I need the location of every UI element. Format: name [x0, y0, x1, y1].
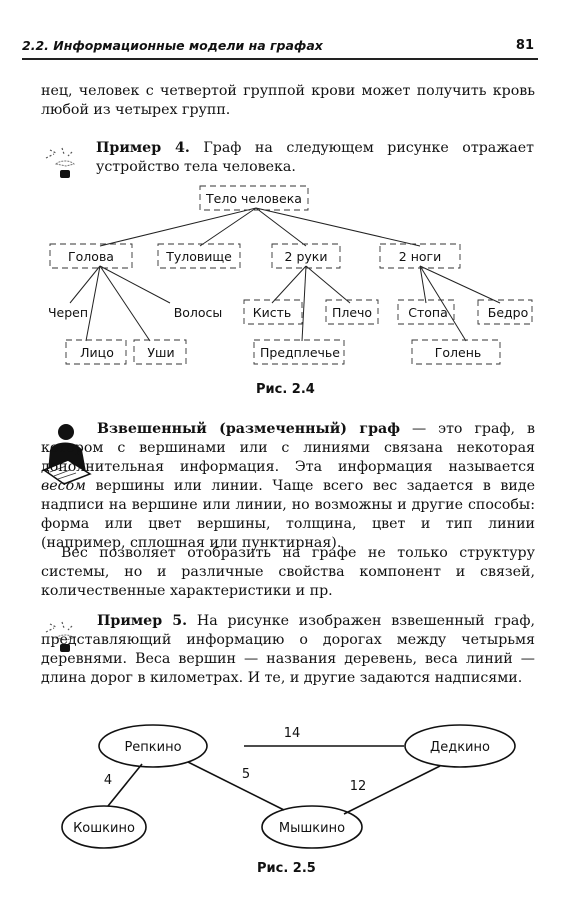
label-myshkino: Мышкино [279, 821, 345, 836]
label-dedkino: Дедкино [430, 740, 490, 755]
weighted-graph-definition: Взвешенный (размеченный) граф — это граф… [41, 420, 535, 553]
tree-root: Тело человека [205, 191, 302, 206]
weight-repkino-myshkino: 5 [242, 767, 250, 782]
weight-dedkino-myshkino: 12 [350, 779, 367, 794]
running-header: 2.2. Информационные модели на графах 81 [22, 36, 538, 60]
village-roads-graph: Репкино Дедкино Кошкино Мышкино 14 4 5 1… [61, 724, 516, 849]
tree-node-tulovishche: Туловище [165, 249, 232, 264]
weight-repkino-koshkino: 4 [104, 773, 112, 788]
node-myshkino [261, 805, 363, 849]
intro-paragraph: нец, человек с четвертой группой крови м… [41, 83, 535, 118]
definition-term: Взвешенный (размеченный) граф [97, 421, 400, 437]
example4-paragraph: Пример 4. Граф на следующем рисунке отра… [96, 139, 534, 177]
label-koshkino: Кошкино [73, 821, 135, 836]
tree-node-bedro: Бедро [488, 305, 529, 320]
tree-node-ushi: Уши [147, 345, 174, 360]
weight-repkino-dedkino: 14 [284, 726, 301, 741]
body-structure-tree: Тело человека Голова Туловище 2 руки 2 н… [48, 185, 533, 365]
label-repkino: Репкино [124, 740, 181, 755]
definition-text-2: вершины или линии. Чаще всего вес задает… [41, 478, 535, 551]
tree-node-nogi: 2 ноги [399, 249, 441, 264]
example5-text: На рисунке изображен взвешенный граф, пр… [41, 613, 535, 686]
example5-paragraph: Пример 5. На рисунке изображен взвешенны… [41, 612, 535, 688]
example5-label: Пример 5. [97, 613, 188, 629]
edge-repkino-myshkino [187, 761, 285, 811]
tree-node-golen: Голень [435, 345, 482, 360]
tree-node-kist: Кисть [253, 305, 292, 320]
tree-node-plecho: Плечо [332, 305, 372, 320]
weight-purpose-paragraph: Вес позволяет отобразить на графе не тол… [41, 545, 535, 599]
tree-node-cherep: Череп [48, 305, 88, 320]
tree-node-litso: Лицо [80, 345, 114, 360]
pointing-hand-icon [45, 147, 75, 178]
page-number: 81 [515, 38, 534, 53]
pointing-hand-icon [45, 621, 75, 652]
node-repkino [98, 724, 208, 768]
tree-node-ruki: 2 руки [285, 249, 328, 264]
definition-emphasis: весом [41, 478, 86, 494]
edge-dedkino-myshkino [343, 765, 441, 815]
tree-node-volosy: Волосы [174, 305, 223, 320]
tree-node-stopa: Стопа [408, 305, 448, 320]
example4-text: Граф на следующем рисунке отражает устро… [96, 140, 534, 175]
definition-text-1: — это граф, в котором с вершинами или с … [41, 421, 535, 475]
tree-node-predplechye: Предплечье [260, 345, 340, 360]
figure-2-5-caption: Рис. 2.5 [257, 861, 316, 876]
tree-node-golova: Голова [68, 249, 114, 264]
edge-repkino-koshkino [107, 763, 143, 807]
figure-2-4-caption: Рис. 2.4 [256, 382, 315, 397]
node-dedkino [404, 724, 516, 768]
section-title: 2.2. Информационные модели на графах [22, 38, 323, 53]
node-koshkino [61, 805, 147, 849]
example4-label: Пример 4. [96, 140, 190, 156]
reading-person-icon [42, 424, 92, 485]
